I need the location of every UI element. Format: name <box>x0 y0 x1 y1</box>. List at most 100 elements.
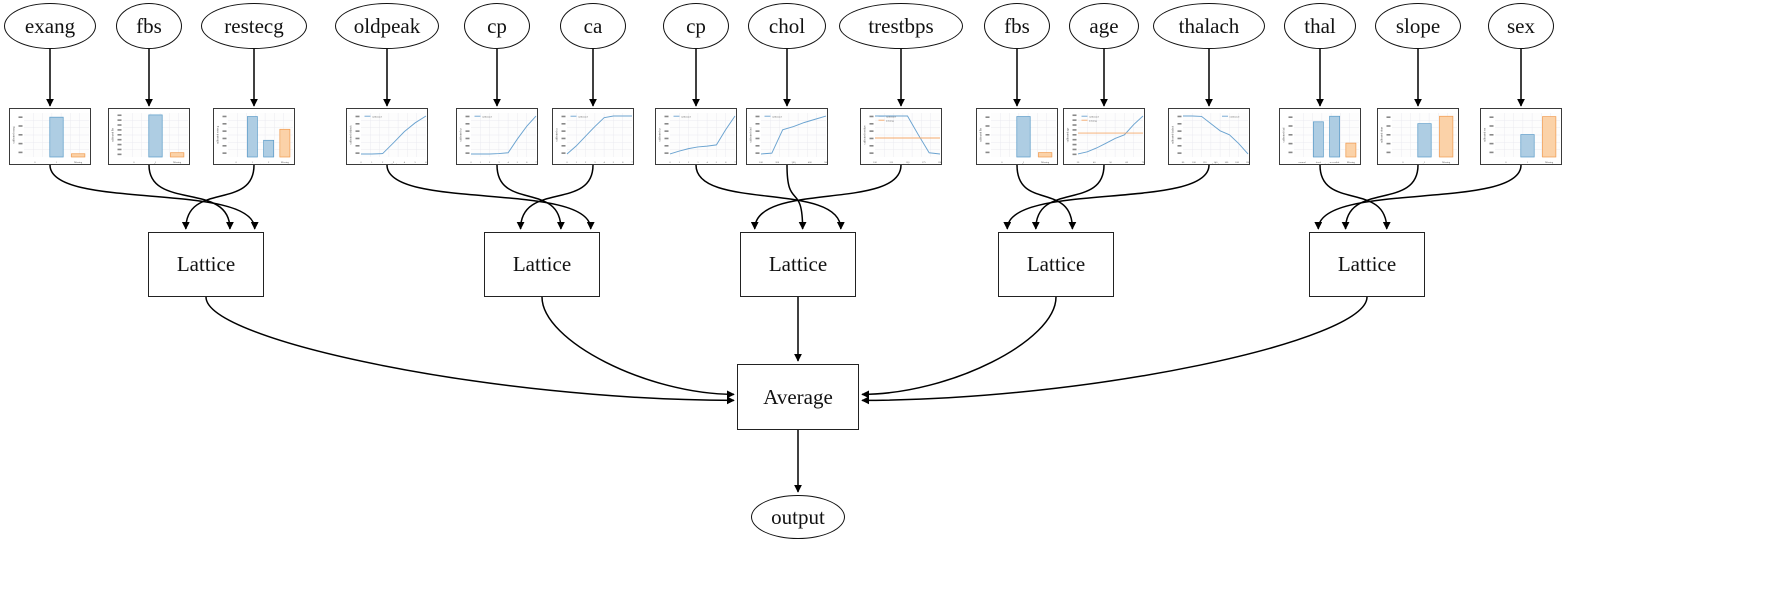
svg-text:200: 200 <box>1246 161 1250 164</box>
input-node-restecg[interactable]: restecg <box>201 3 307 49</box>
calibrator-plot-slope-13[interactable]: calibrated slope01Missingslope <box>1377 108 1459 165</box>
svg-text:fixed: fixed <box>1316 161 1322 164</box>
svg-text:calibrated: calibrated <box>772 115 783 118</box>
svg-text:300: 300 <box>792 161 797 164</box>
calibrator-plot-fbs-1[interactable]: calibrated fbs01Missingfbs <box>108 108 190 165</box>
svg-text:0: 0 <box>1001 161 1003 164</box>
svg-text:Missing: Missing <box>1347 161 1356 164</box>
svg-text:Missing: Missing <box>281 161 290 164</box>
input-node-label: exang <box>24 13 76 38</box>
calibrator-plot-fbs-9[interactable]: calibrated fbs01Missingfbs <box>976 108 1058 165</box>
svg-text:calibrated thalach: calibrated thalach <box>1171 125 1174 144</box>
svg-text:6: 6 <box>425 161 427 164</box>
svg-text:calibrated: calibrated <box>886 115 897 118</box>
input-node-fbs2[interactable]: fbs <box>984 3 1050 49</box>
average-node-label: Average <box>763 384 833 409</box>
input-node-cp2[interactable]: cp <box>663 3 729 49</box>
input-node-thal[interactable]: thal <box>1284 3 1356 49</box>
input-node-fbs1[interactable]: fbs <box>116 3 182 49</box>
svg-text:1: 1 <box>252 161 254 164</box>
svg-text:100: 100 <box>759 161 764 164</box>
input-node-exang[interactable]: exang <box>4 3 96 49</box>
calibrator-plot-oldpeak-3[interactable]: calibrated oldpeakcalibrated0123456oldpe… <box>346 108 428 165</box>
lattice-node-3[interactable]: Lattice <box>740 232 856 297</box>
svg-text:Missing: Missing <box>1545 161 1554 164</box>
svg-text:1: 1 <box>576 161 578 164</box>
input-node-label: fbs <box>136 13 162 38</box>
svg-text:cp: cp <box>502 164 505 165</box>
calibrator-plot-cp-6[interactable]: calibrated cpcalibrated01234567cp <box>655 108 737 165</box>
svg-text:calibrated slope: calibrated slope <box>1380 126 1383 143</box>
calibrator-plot-cp-4[interactable]: calibrated cpcalibrated01234567cp <box>456 108 538 165</box>
svg-text:40: 40 <box>1093 161 1096 164</box>
svg-text:calibrated ca: calibrated ca <box>555 128 558 142</box>
svg-text:1: 1 <box>1023 161 1025 164</box>
lattice-node-1[interactable]: Lattice <box>148 232 264 297</box>
input-node-age[interactable]: age <box>1069 3 1139 49</box>
svg-text:3: 3 <box>594 161 596 164</box>
lattice-node-2[interactable]: Lattice <box>484 232 600 297</box>
svg-text:Missing: Missing <box>1442 161 1451 164</box>
svg-text:1: 1 <box>480 161 482 164</box>
input-node-sex[interactable]: sex <box>1488 3 1554 49</box>
svg-text:missing: missing <box>886 119 895 122</box>
svg-text:calibrated sex: calibrated sex <box>1483 127 1486 142</box>
output-node[interactable]: output <box>751 495 845 539</box>
svg-text:chol: chol <box>791 164 796 165</box>
svg-text:1: 1 <box>679 161 681 164</box>
lattice-node-4[interactable]: Lattice <box>998 232 1114 297</box>
svg-text:calibrated: calibrated <box>1089 115 1100 118</box>
svg-text:fbs: fbs <box>154 164 157 165</box>
input-node-label: cp <box>686 13 706 38</box>
svg-text:5: 5 <box>415 161 417 164</box>
input-node-trestbps[interactable]: trestbps <box>839 3 963 49</box>
svg-text:120: 120 <box>1203 161 1208 164</box>
svg-text:5: 5 <box>613 161 615 164</box>
svg-text:2: 2 <box>585 161 587 164</box>
svg-text:7: 7 <box>535 161 537 164</box>
svg-text:1: 1 <box>56 161 58 164</box>
svg-text:0: 0 <box>470 161 472 164</box>
input-node-oldpeak[interactable]: oldpeak <box>335 3 439 49</box>
input-node-cp1[interactable]: cp <box>464 3 530 49</box>
lattice-node-5[interactable]: Lattice <box>1309 232 1425 297</box>
input-node-label: thalach <box>1178 13 1240 38</box>
calibrator-plot-sex-14[interactable]: calibrated sex01Missingsex <box>1480 108 1562 165</box>
svg-text:140: 140 <box>1214 161 1219 164</box>
input-node-label: fbs <box>1004 13 1030 38</box>
input-node-label: restecg <box>224 13 284 38</box>
svg-text:0: 0 <box>669 161 671 164</box>
svg-text:calibrated cp: calibrated cp <box>459 128 462 142</box>
input-node-label: trestbps <box>868 13 934 38</box>
svg-text:4: 4 <box>404 161 406 164</box>
svg-text:3: 3 <box>498 161 500 164</box>
svg-text:calibrated fbs: calibrated fbs <box>979 128 982 142</box>
svg-text:missing: missing <box>1089 119 1098 122</box>
svg-text:calibrated: calibrated <box>372 115 383 118</box>
input-node-slope[interactable]: slope <box>1375 3 1461 49</box>
calibrator-plot-restecg-2[interactable]: calibrated restecg012Missingrestecg <box>213 108 295 165</box>
svg-text:0: 0 <box>360 161 362 164</box>
svg-text:1: 1 <box>371 161 373 164</box>
svg-text:age: age <box>1109 164 1113 165</box>
svg-text:exang: exang <box>53 164 60 165</box>
svg-text:180: 180 <box>1235 161 1240 164</box>
average-node[interactable]: Average <box>737 364 859 430</box>
svg-text:4: 4 <box>508 161 510 164</box>
svg-text:125: 125 <box>889 161 894 164</box>
svg-text:thal: thal <box>1325 164 1329 165</box>
calibrator-plot-exang-0[interactable]: calibrated exang01Missingexang <box>9 108 91 165</box>
input-node-thalach[interactable]: thalach <box>1153 3 1265 49</box>
input-node-ca[interactable]: ca <box>560 3 626 49</box>
svg-text:6: 6 <box>622 161 624 164</box>
svg-text:2: 2 <box>688 161 690 164</box>
svg-text:calibrated: calibrated <box>482 115 493 118</box>
input-node-chol[interactable]: chol <box>748 3 826 49</box>
